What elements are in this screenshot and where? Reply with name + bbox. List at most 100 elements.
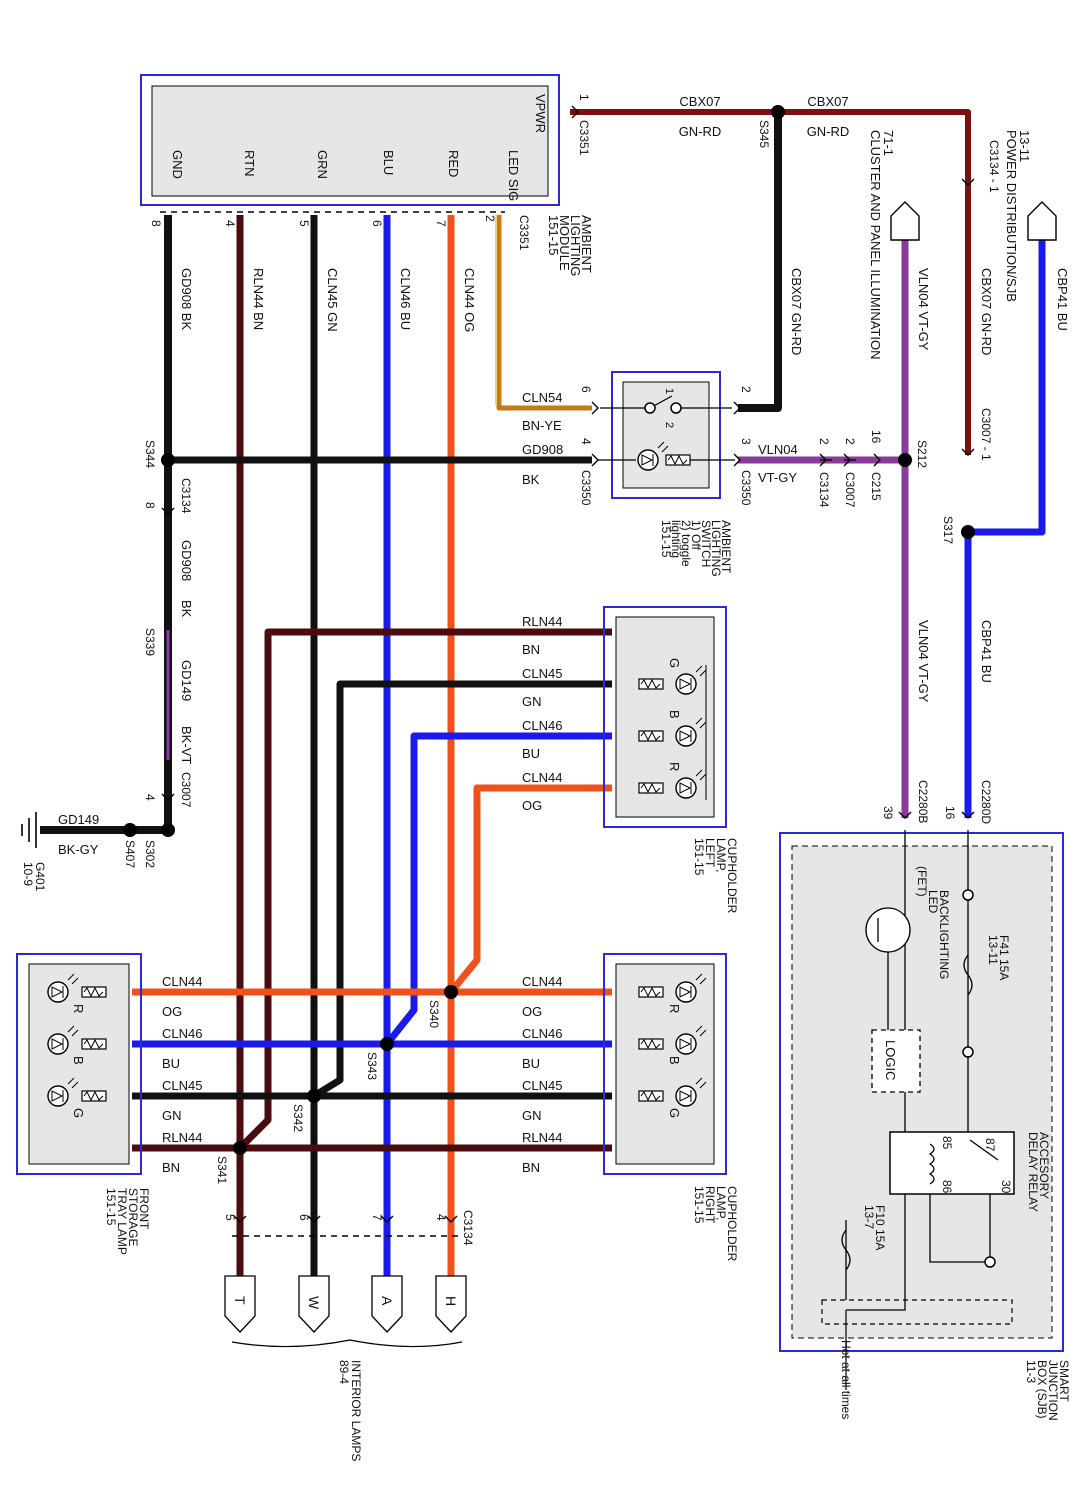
sjb-hot-label: Hot at all times <box>839 1340 853 1419</box>
label-gp-bkgy: BK-GY <box>58 842 99 857</box>
label-c3007-p2: 2 <box>843 438 857 445</box>
label-s212: S212 <box>915 440 929 468</box>
label-s345: S345 <box>757 120 771 148</box>
tray-led-ray2 <box>71 977 79 985</box>
tray-wire-label: CLN44 <box>162 974 202 989</box>
label-s317: S317 <box>941 516 955 544</box>
sjb-name-line: JUNCTION <box>1046 1360 1060 1421</box>
chev-c3134-7 <box>380 1215 394 1223</box>
cupleft-wire-label: CLN44 <box>522 770 562 785</box>
splice-s302 <box>161 823 175 837</box>
terminal-2 <box>371 1275 403 1333</box>
label-sw-p6: 6 <box>579 386 593 393</box>
module-connector-line: C3351 <box>517 215 531 251</box>
cupright-wire-label: BN <box>522 1160 540 1175</box>
mpin-6: 6 <box>370 220 384 227</box>
cupright-resistor <box>638 1090 664 1102</box>
tray-led-ray2 <box>71 1081 79 1089</box>
terminal-1 <box>298 1275 330 1333</box>
cupleft-wire-label: GN <box>522 694 542 709</box>
cluster-connector <box>890 201 920 241</box>
cupleft-led <box>675 673 697 695</box>
label-s302: S302 <box>143 840 157 868</box>
label-cbx07-a: CBX07 <box>679 94 720 109</box>
label-s341: S341 <box>215 1156 229 1184</box>
ground-label-line: 10-9 <box>21 862 35 886</box>
component-layer <box>16 74 1064 1390</box>
cupleft-led-ray2 <box>699 721 707 729</box>
switch-terminal <box>670 402 682 414</box>
splice-s407 <box>123 823 137 837</box>
label-sw2: 2 <box>663 422 675 428</box>
tray-led-arrow <box>51 1090 64 1102</box>
cupleft-resistor <box>638 730 664 742</box>
wire-label-cbp41-top: CBP41 BU <box>1055 268 1070 331</box>
module-body <box>151 85 549 197</box>
label-sw-p2: 2 <box>739 386 753 393</box>
cupright-led <box>675 1085 697 1107</box>
bpin-6: 6 <box>297 1214 311 1221</box>
cluster-label-line: CLUSTER AND PANEL ILLUMINATION <box>868 130 883 359</box>
tray-resistor <box>81 986 107 998</box>
cupleft-led <box>675 725 697 747</box>
wire-cln46-cupleft <box>384 732 612 1047</box>
fuse-f41-top <box>962 889 974 901</box>
pin-blu: BLU <box>381 150 396 175</box>
backlight-fet <box>865 907 911 953</box>
tray-resistor-zigzag <box>83 1090 104 1102</box>
cupright-wire-label: OG <box>522 1004 542 1019</box>
cupleft-led-ray1 <box>695 665 703 673</box>
chev-c3134-4 <box>444 1215 458 1223</box>
switch-name-line: AMBIENT <box>719 520 733 574</box>
backlight-label-line: LED <box>926 890 940 914</box>
interior-lamps-label-line: 89-4 <box>337 1360 351 1384</box>
terminal-label: T <box>232 1296 248 1305</box>
tray-wire-label: BN <box>162 1160 180 1175</box>
cupleft-wire-label: CLN46 <box>522 718 562 733</box>
tray-resistor <box>81 1090 107 1102</box>
pin-gnd: GND <box>170 150 185 179</box>
cupright-led-ray1 <box>695 1077 703 1085</box>
fuse-f41 <box>963 954 973 996</box>
tray-wire-label: CLN46 <box>162 1026 202 1041</box>
sjb-name-line: BOX (SJB) <box>1035 1360 1049 1419</box>
label-c215: C215 <box>869 472 883 501</box>
cupright-wire-label: CLN44 <box>522 974 562 989</box>
cupleft-name-line: LAMP, <box>714 838 728 872</box>
cupleft-wire-label: BN <box>522 642 540 657</box>
switch-resistor-zigzag <box>667 454 688 466</box>
cupholder-left-frame <box>603 606 727 828</box>
cupleft-resistor-zigzag <box>640 678 661 690</box>
chev-c3134-1 <box>961 178 975 186</box>
wire-label-vln04-low: VLN04 VT-GY <box>916 620 931 703</box>
cupright-wire-label: BU <box>522 1056 540 1071</box>
chev-c3007 <box>161 793 175 801</box>
sjb-body <box>791 845 1053 1339</box>
tray-led <box>47 981 69 1003</box>
label-c2280d: C2280D <box>979 780 993 824</box>
power-dist-label-line: 13-11 <box>1017 130 1032 162</box>
terminal-3 <box>435 1275 467 1333</box>
cupleft-led-arrow <box>679 678 692 690</box>
switch-led-ray1 <box>657 441 665 449</box>
wire-label-vln04-top: VLN04 VT-GY <box>916 268 931 351</box>
interior-lamps-label-line: INTERIOR LAMPS <box>349 1360 363 1461</box>
switch-name-line: LIGHTING <box>709 520 723 577</box>
cupright-wire-label: RLN44 <box>522 1130 562 1145</box>
terminal-label: A <box>379 1296 395 1306</box>
tray-name-line: TRAY LAMP <box>115 1188 129 1255</box>
switch-name-line: 151-15 <box>659 520 673 558</box>
cupleft-wire-label: CLN45 <box>522 666 562 681</box>
splice-s317 <box>961 525 975 539</box>
cupleft-led <box>675 777 697 799</box>
power-dist-connector <box>1027 201 1057 241</box>
relay-pin-85: 85 <box>940 1136 954 1150</box>
label-sw1: 1 <box>663 388 675 394</box>
sjb-name-line: SMART <box>1057 1360 1071 1402</box>
sjb-frame <box>779 832 1064 1352</box>
cupright-led-label: B <box>667 1056 682 1065</box>
wire-rln44-cupleft <box>237 628 612 1151</box>
f10-label-line: F10 15A <box>873 1205 887 1250</box>
